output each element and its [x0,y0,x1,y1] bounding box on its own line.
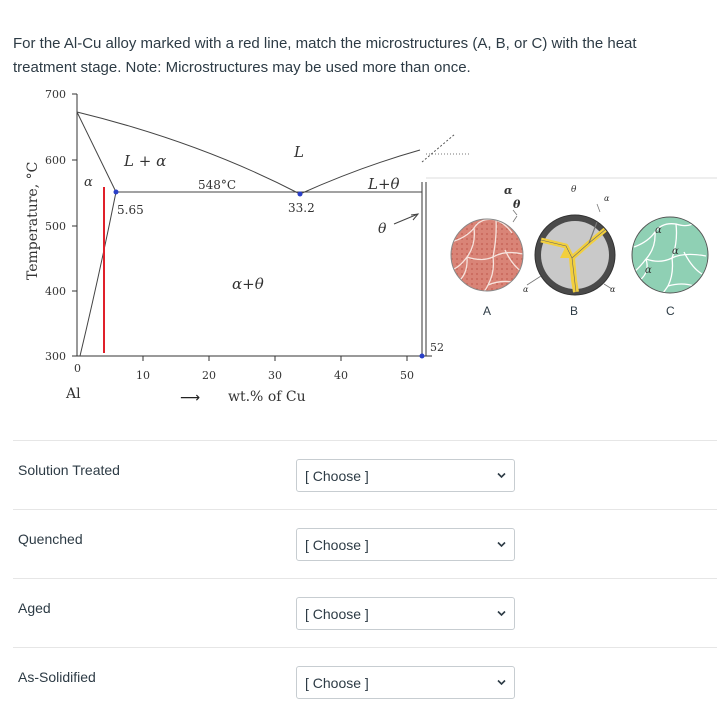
label-solubility: 5.65 [117,203,144,217]
phase-diagram: 700 600 500 400 300 0 10 20 30 40 50 Al … [25,88,717,405]
liquidus-right-line [299,149,421,195]
aged-select[interactable]: [ Choose ] [296,597,515,630]
microstructure-b-alpha-label: α [504,184,513,197]
question-text: For the Al-Cu alloy marked with a red li… [13,35,637,76]
y-tick-500: 500 [45,220,66,233]
x-tick-marks [142,356,408,361]
as-solidified-select[interactable]: [ Choose ] [296,666,515,699]
theta-point [419,353,425,359]
theta-pointer-line [393,213,419,225]
x-tick-30: 30 [268,369,282,382]
theta-pointer-head [410,213,420,221]
x-tick-50: 50 [400,369,414,382]
y-tick-marks [72,93,77,357]
microstructure-b-alpha-top-label: α [604,194,610,203]
label-liquid: L [293,143,304,161]
microstructure-b-alpha-left-label: α [523,285,529,294]
quenched-select[interactable]: [ Choose ] [296,528,515,561]
microstructure-a [450,218,524,292]
solvus-line [79,191,117,357]
label-l-alpha: L + α [123,152,166,170]
x-tick-0: 0 [74,362,81,375]
microstructure-c-alpha-label-1: α [655,225,662,236]
match-row-quenched: Quenched [ Choose ] [13,509,717,578]
microstructure-b [512,203,616,296]
label-alpha: α [84,175,93,190]
y-tick-600: 600 [45,154,66,167]
row-label: As-Solidified [18,669,96,685]
match-row-aged: Aged [ Choose ] [13,578,717,647]
solubility-point [113,189,119,195]
microstructure-b-alpha-right-label: α [610,285,616,294]
row-label: Solution Treated [18,462,120,478]
eutectic-point [297,191,303,197]
row-label: Aged [18,600,51,616]
label-l-theta: L+θ [367,175,400,193]
chevron-down-icon [497,610,506,617]
match-row-solution-treated: Solution Treated [ Choose ] [13,440,717,509]
microstructure-c-alpha-label-3: α [645,265,652,276]
x-tick-10: 10 [136,369,150,382]
dashed-liquidus [421,133,456,163]
microstructure-b-label: B [570,304,578,318]
y-axis-label: Temperature, °C [25,162,41,280]
label-theta-comp: 52 [430,341,444,354]
x-tick-20: 20 [202,369,216,382]
chevron-down-icon [497,679,506,686]
arrow-right-icon: ⟶ [180,389,200,405]
phase-diagram-figure: 700 600 500 400 300 0 10 20 30 40 50 Al … [0,82,727,412]
chevron-down-icon [497,472,506,479]
microstructure-b-theta-label: θ [513,198,521,211]
x-tick-40: 40 [334,369,348,382]
select-value: [ Choose ] [305,606,369,622]
solidus-line [76,111,117,193]
microstructure-b-theta-top-label: θ [571,185,577,195]
label-alpha-theta: α+θ [232,275,264,293]
select-value: [ Choose ] [305,675,369,691]
y-tick-400: 400 [45,285,66,298]
microstructure-c-alpha-label-2: α [672,246,679,257]
liquidus-left-line [76,111,301,195]
row-label: Quenched [18,531,83,547]
microstructure-c [631,216,709,294]
label-eutectic-temp: 548°C [198,178,236,192]
match-row-as-solidified: As-Solidified [ Choose ] [13,647,717,716]
x-axis-label: wt.% of Cu [228,389,306,405]
microstructure-c-label: C [666,304,675,318]
solution-treated-select[interactable]: [ Choose ] [296,459,515,492]
x-start-label: Al [65,386,81,402]
select-value: [ Choose ] [305,537,369,553]
select-value: [ Choose ] [305,468,369,484]
y-tick-700: 700 [45,88,66,101]
microstructure-a-label: A [483,304,491,318]
chevron-down-icon [497,541,506,548]
y-tick-300: 300 [45,350,66,363]
label-theta: θ [378,221,387,237]
label-eutectic-comp: 33.2 [288,201,315,215]
